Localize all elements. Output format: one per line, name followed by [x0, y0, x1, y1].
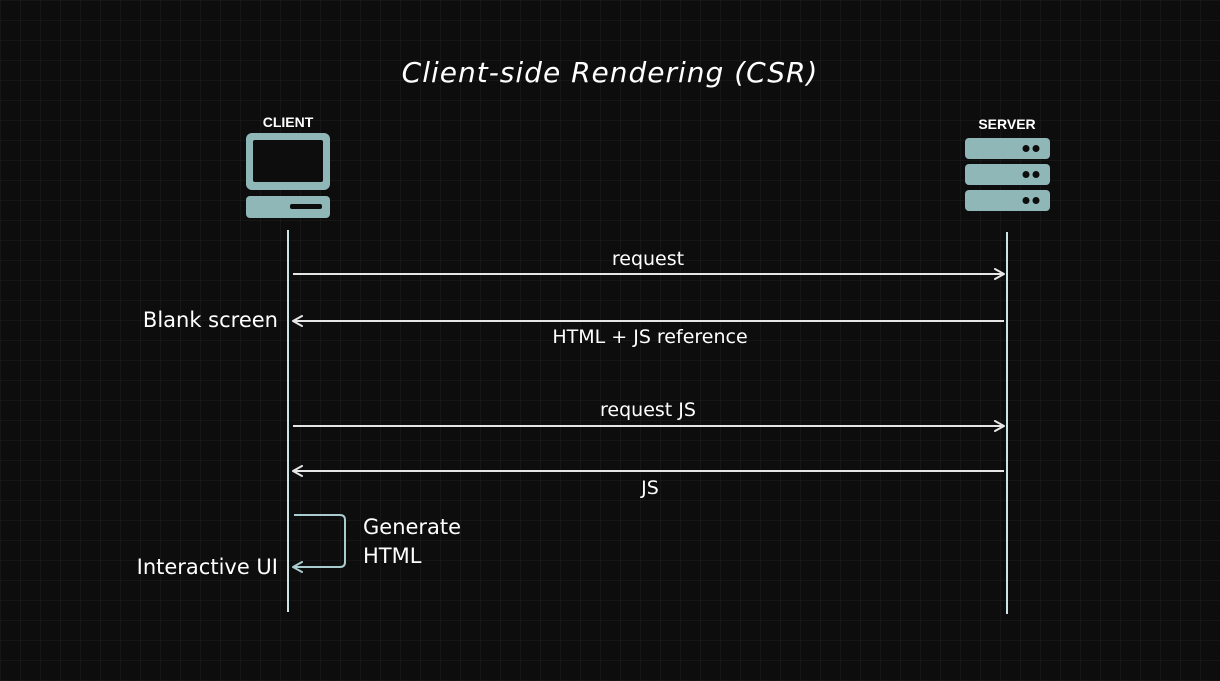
note-blank-screen: Blank screen	[142, 308, 278, 332]
self-message-line-2: HTML	[363, 544, 422, 568]
self-message-line-1: Generate	[363, 515, 462, 539]
server-icon	[965, 138, 1050, 211]
client-label: CLIENT	[262, 114, 314, 130]
diagram-title: Client-side Rendering (CSR)	[401, 56, 819, 89]
self-loop-arrow	[292, 514, 346, 573]
message-label-request: request	[611, 248, 685, 270]
self-message-label: Generate HTML	[363, 513, 461, 571]
message-label-html-js-reference: HTML + JS reference	[552, 326, 748, 348]
message-label-request-js: request JS	[600, 399, 696, 421]
note-interactive-ui: Interactive UI	[136, 555, 278, 579]
server-label: SERVER	[978, 116, 1036, 132]
computer-icon	[246, 133, 330, 218]
message-label-js: JS	[641, 477, 659, 499]
